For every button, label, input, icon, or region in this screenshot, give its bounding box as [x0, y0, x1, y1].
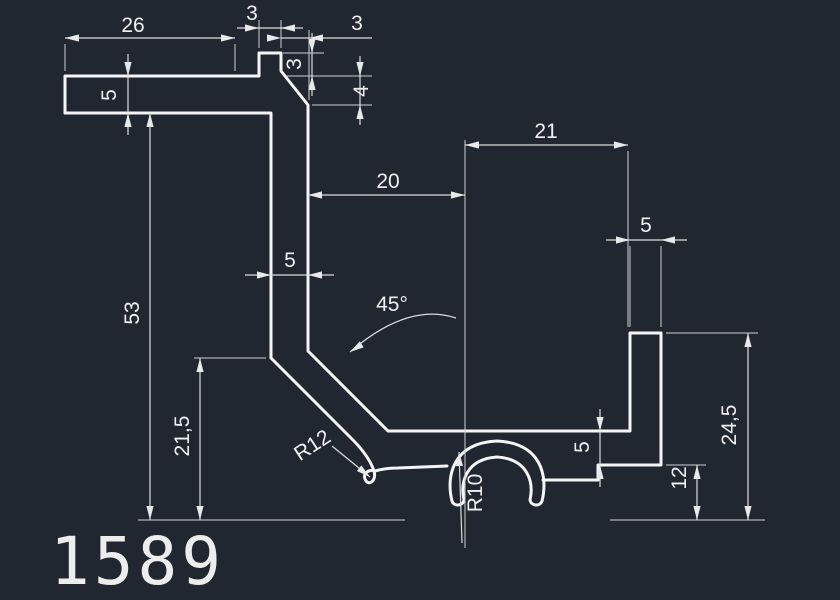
- dim-label-top-width: 26: [121, 14, 144, 37]
- dim-label-right-height-inner: 12: [668, 466, 691, 489]
- dim-left-arm-thickness: 5: [98, 54, 132, 135]
- profile-outline-upper: [63, 51, 663, 482]
- part-number-label: 1589: [50, 523, 225, 600]
- dim-right-height-outer: 24,5: [718, 333, 752, 520]
- dim-right-arm-width: 5: [606, 214, 687, 244]
- dim-label-bottom-thickness: 5: [571, 441, 594, 453]
- dim-slope-drop: 4: [350, 56, 373, 125]
- profile-outline-lower: [63, 111, 449, 485]
- dim-tab-width: 3: [237, 2, 303, 32]
- dim-boss-radius: R10: [455, 451, 487, 544]
- dim-label-boss-radius: R10: [464, 474, 487, 513]
- dim-label-tab-offset: 3: [351, 12, 363, 35]
- dim-chamfer-height: 21,5: [171, 358, 204, 520]
- dim-angle: 45°: [348, 293, 457, 356]
- dim-left-span: 20: [308, 170, 465, 199]
- dim-label-tab-height: 3: [283, 58, 306, 70]
- dim-label-left-arm-thickness: 5: [98, 89, 121, 101]
- dim-label-right-height-outer: 24,5: [718, 405, 741, 446]
- leader-line: [458, 451, 463, 544]
- dim-total-height: 53: [121, 113, 154, 520]
- dim-bottom-thickness: 5: [571, 409, 604, 487]
- dim-label-total-height: 53: [121, 301, 144, 324]
- dim-right-height-inner: 12: [668, 465, 701, 520]
- dim-label-angle: 45°: [376, 293, 408, 316]
- dim-label-web-width: 5: [284, 249, 296, 272]
- dim-label-chamfer-height: 21,5: [171, 416, 194, 457]
- dim-right-span: 21: [465, 120, 628, 149]
- dim-tab-height: 3: [283, 33, 316, 96]
- dim-tab-offset: 3: [267, 12, 372, 42]
- angle-arc: [349, 313, 457, 353]
- dim-label-right-arm-width: 5: [640, 214, 652, 237]
- dim-label-slope-drop: 4: [350, 85, 373, 97]
- dim-web-width: 5: [245, 249, 334, 279]
- dim-label-tab-width: 3: [246, 2, 258, 25]
- dim-label-left-span: 20: [376, 170, 399, 193]
- dim-top-width: 26: [65, 14, 235, 42]
- dim-label-right-span: 21: [534, 120, 557, 143]
- screw-boss-outline: [448, 439, 546, 507]
